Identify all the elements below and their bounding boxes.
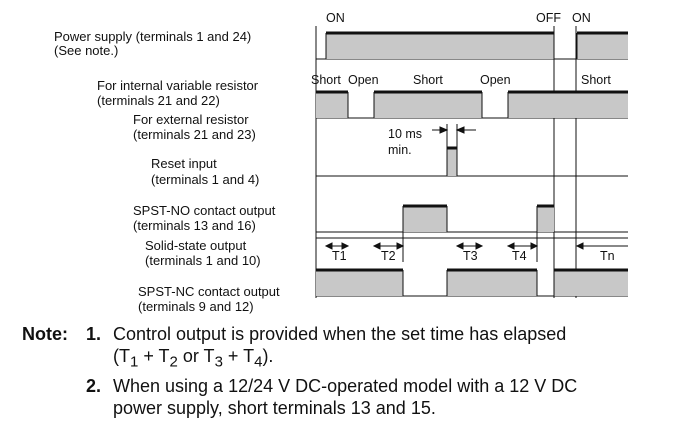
- label-min-width-2: min.: [388, 143, 412, 157]
- note-1-sub-3: 3: [214, 353, 223, 371]
- label-solid-state-terminals: (terminals 1 and 10): [145, 253, 261, 268]
- label-internal-resistor-terminals: (terminals 21 and 22): [97, 93, 220, 108]
- label-reset-input-terminals: (terminals 1 and 4): [151, 172, 259, 187]
- note-1-line-2: (T1 + T2 or T3 + T4).: [113, 346, 274, 371]
- note-2-line-2: power supply, short terminals 13 and 15.: [113, 398, 436, 418]
- label-open-2: Open: [480, 73, 511, 87]
- note-1-sub-2: 2: [169, 353, 178, 371]
- label-short-3: Short: [581, 73, 611, 87]
- min-pulse-arrows: [432, 126, 476, 134]
- label-external-resistor: For external resistor: [133, 112, 249, 127]
- label-short-1: Short: [311, 73, 341, 87]
- solid-state-timing: [316, 232, 628, 262]
- label-spst-no-terminals: (terminals 13 and 16): [133, 218, 256, 233]
- label-off: OFF: [536, 11, 561, 25]
- label-open-1: Open: [348, 73, 379, 87]
- timing-chart: ON OFF ON Short Open Short Open Short 10…: [54, 11, 628, 314]
- label-spst-no: SPST-NO contact output: [133, 203, 276, 218]
- note-1-sub-4: 4: [254, 353, 263, 371]
- label-t1: T1: [332, 249, 347, 263]
- label-power-supply-note: (See note.): [54, 43, 118, 58]
- label-spst-nc-terminals: (terminals 9 and 12): [138, 299, 254, 314]
- label-external-resistor-terminals: (terminals 21 and 23): [133, 127, 256, 142]
- note-2-number: 2.: [86, 376, 102, 396]
- spst-nc-waveform: [316, 268, 628, 297]
- label-internal-resistor: For internal variable resistor: [97, 78, 259, 93]
- reference-lines: [315, 26, 577, 298]
- label-t4: T4: [512, 249, 527, 263]
- label-short-2: Short: [413, 73, 443, 87]
- label-on-1: ON: [326, 11, 345, 25]
- spst-no-waveform: [316, 204, 628, 233]
- label-power-supply: Power supply (terminals 1 and 24): [54, 29, 251, 44]
- internal-resistor-waveform: [316, 90, 628, 119]
- label-reset-input: Reset input: [151, 156, 217, 171]
- note-1-number: 1.: [86, 324, 102, 344]
- label-t3: T3: [463, 249, 478, 263]
- note-1-sub-1: 1: [130, 353, 139, 371]
- label-tn: Tn: [600, 249, 615, 263]
- label-min-width-1: 10 ms: [388, 127, 422, 141]
- note-1-line-1: Control output is provided when the set …: [113, 324, 567, 344]
- notes-heading: Note:: [22, 324, 68, 344]
- reset-input-waveform: [316, 124, 628, 177]
- label-solid-state: Solid-state output: [145, 238, 247, 253]
- note-2-line-1: When using a 12/24 V DC-operated model w…: [113, 376, 578, 396]
- label-spst-nc: SPST-NC contact output: [138, 284, 280, 299]
- label-t2: T2: [381, 249, 396, 263]
- label-on-2: ON: [572, 11, 591, 25]
- power-supply-waveform: [316, 31, 628, 60]
